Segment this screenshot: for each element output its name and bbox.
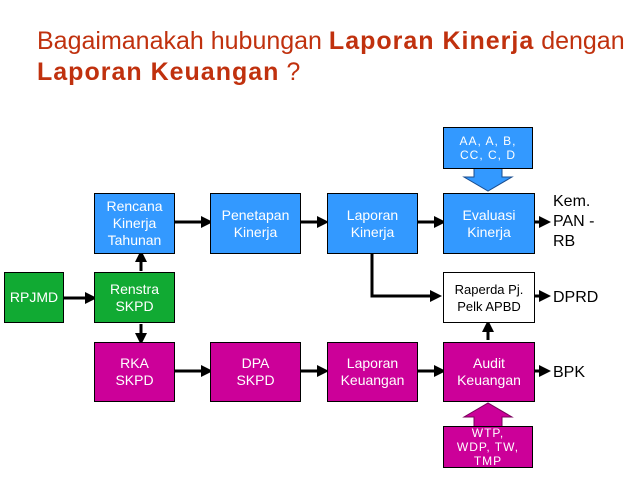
rencana-kinerja-box: Rencana Kinerja Tahunan — [94, 193, 175, 254]
renstra-skpd-box: Renstra SKPD — [94, 272, 175, 323]
kempan-label: Kem. PAN - RB — [553, 193, 595, 250]
block-arrow-down — [462, 166, 514, 192]
raperda-box: Raperda Pj. Pelk APBD — [443, 272, 535, 323]
rating-aa-box: AA, A, B, CC, C, D — [443, 127, 533, 169]
arrow-laporan-kinerja-raperda — [370, 252, 442, 302]
rpjmd-box: RPJMD — [4, 272, 64, 323]
audit-keuangan-box: Audit Keuangan — [443, 342, 535, 402]
rka-skpd-box: RKA SKPD — [94, 342, 175, 402]
block-arrow-up — [462, 402, 514, 428]
evaluasi-kinerja-box: Evaluasi Kinerja — [443, 193, 535, 254]
penetapan-kinerja-box: Penetapan Kinerja — [210, 193, 301, 254]
bpk-label: BPK — [553, 364, 586, 381]
dprd-label: DPRD — [553, 289, 599, 306]
laporan-kinerja-box: Laporan Kinerja — [327, 193, 418, 254]
dpa-skpd-box: DPA SKPD — [210, 342, 301, 402]
laporan-keuangan-box: Laporan Keuangan — [327, 342, 418, 402]
slide-title: Bagaimanakah hubungan Laporan Kinerja de… — [37, 27, 625, 86]
opini-box: WTP, WDP, TW, TMP — [443, 426, 533, 468]
